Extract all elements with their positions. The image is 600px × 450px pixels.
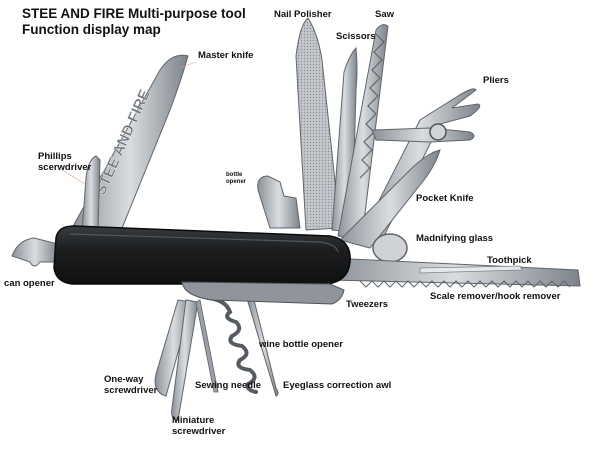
saw-teeth: [359, 33, 385, 179]
pliers-arm: [371, 127, 475, 143]
label-bottle-opener: bottle opener: [226, 172, 247, 185]
toothpick-tool: [419, 265, 523, 274]
master-knife-blade: [71, 54, 189, 239]
label-scale-remover: Scale remover/hook remover: [430, 291, 561, 302]
eyeglass-awl-tool: [247, 299, 279, 397]
label-saw: Saw: [375, 9, 395, 20]
label-toothpick: Toothpick: [487, 255, 532, 266]
label-tweezers: Tweezers: [346, 299, 389, 310]
label-sewing-needle: Sewing needle: [195, 380, 261, 391]
phillips-screwdriver-tool: [81, 155, 101, 233]
miniature-screwdriver-tool: [171, 299, 199, 421]
label-can-opener: can opener: [4, 278, 55, 289]
saw-tool: [337, 24, 389, 239]
scale-remover-teeth: [359, 280, 571, 288]
label-nail-polisher: Nail Polisher: [274, 9, 332, 20]
label-oneway-screwdriver: One-way screwdriver: [104, 374, 158, 396]
can-opener-tool: [11, 237, 59, 267]
pocket-knife-blade: [339, 149, 441, 249]
label-pocket-knife: Pocket Knife: [416, 193, 474, 204]
corkscrew-tool: [206, 296, 258, 394]
bottle-opener-tool: [257, 175, 301, 229]
nail-polisher-tool: [295, 17, 341, 231]
label-eyeglass-awl: Eyeglass correction awl: [283, 380, 392, 391]
magnifying-glass-tool: [372, 233, 408, 263]
title-line-1: STEE AND FIRE Multi-purpose tool: [22, 6, 246, 21]
label-magnifying-glass: Madnifying glass: [416, 233, 494, 244]
label-miniature-screwdriver: Miniature screwdriver: [172, 415, 226, 437]
diagram-title: STEE AND FIRE Multi-purpose tool Functio…: [22, 6, 246, 38]
label-pliers: Pliers: [483, 75, 509, 86]
leader-lines: [61, 61, 197, 187]
handle-highlight: [69, 233, 339, 253]
label-wine-bottle-opener: wine bottle opener: [259, 339, 343, 350]
pliers-pivot: [429, 123, 447, 141]
sewing-needle-tool: [195, 299, 219, 393]
title-line-2: Function display map: [22, 22, 161, 37]
label-scissors: Scissors: [336, 31, 376, 42]
handle-liner: [181, 281, 345, 305]
label-phillips-screwdriver: Phillips scerwdriver: [38, 151, 92, 173]
label-master-knife: Master knife: [198, 50, 254, 61]
